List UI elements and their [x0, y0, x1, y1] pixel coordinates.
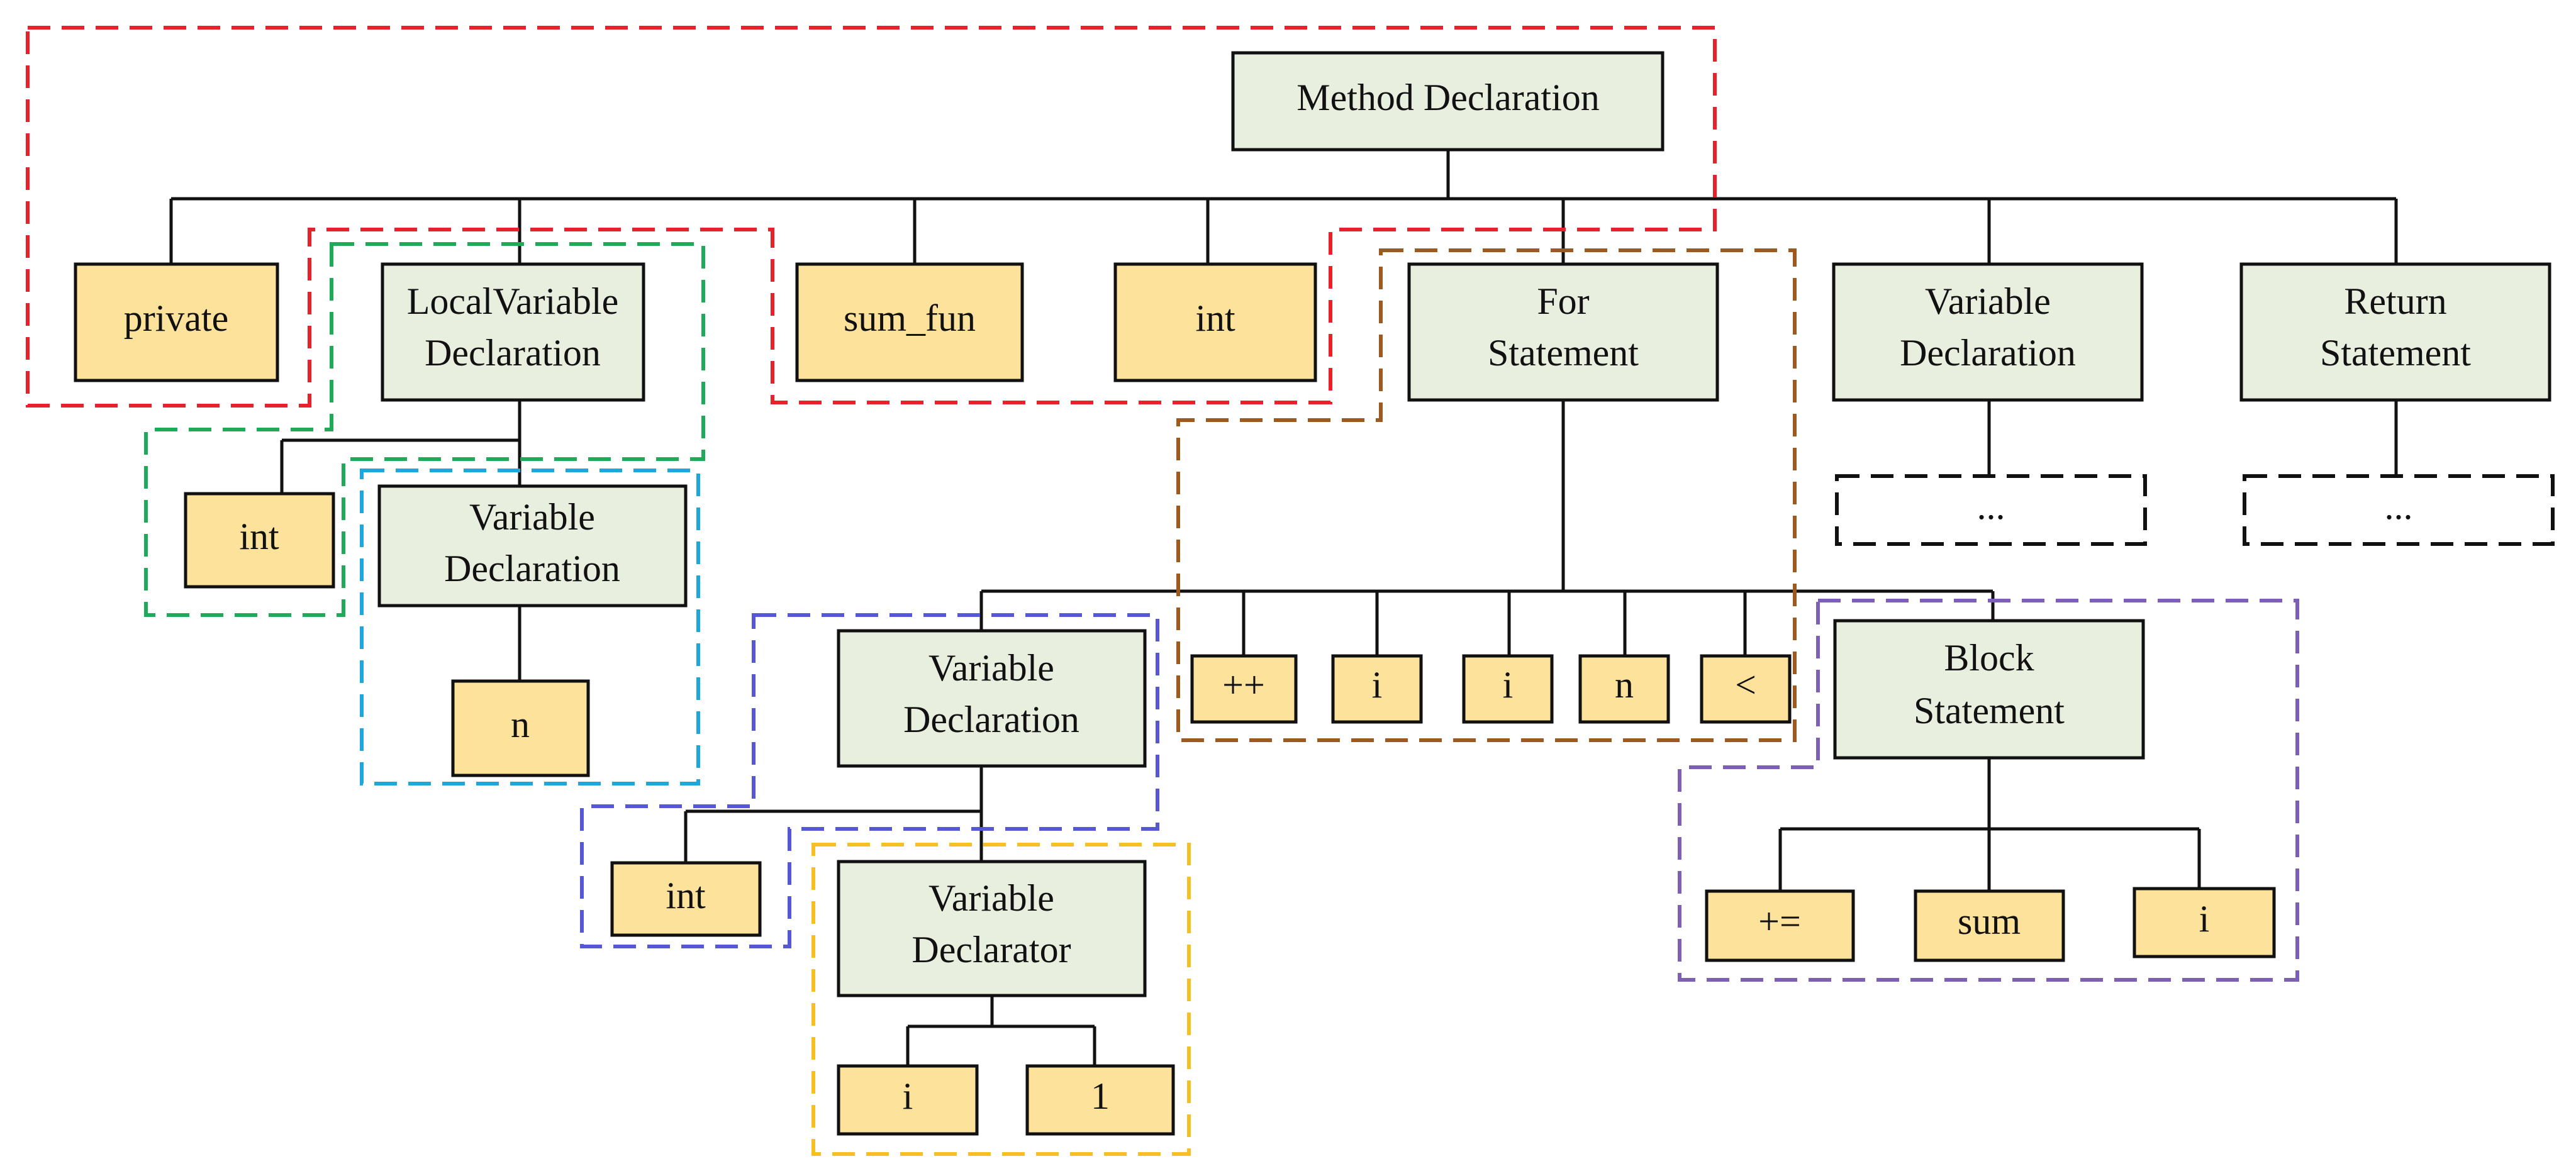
private-label: private	[124, 297, 229, 339]
var-decl-top-label-2: Declaration	[1900, 332, 2076, 374]
int-return-node	[1113, 262, 1317, 382]
yellow-group-outline	[811, 843, 1191, 1156]
for-statement-label-1: For	[1537, 280, 1589, 322]
return-statement-node	[2239, 262, 2551, 402]
green-group-outline	[144, 242, 705, 617]
group-outlines	[26, 26, 2299, 1156]
less-than-label: <	[1735, 664, 1756, 706]
purple-group-outline	[1678, 599, 2299, 982]
block-statement-node	[1833, 619, 2145, 760]
var-decl-for-label-1: Variable	[928, 647, 1054, 689]
ellipsis-var-node	[1835, 474, 2147, 546]
block-statement-label-2: Statement	[1914, 690, 2065, 731]
variable-declarator-node	[837, 860, 1147, 997]
sum-label: sum	[1958, 901, 2021, 942]
brown-group-outline	[1176, 248, 1797, 742]
one-init-node	[1025, 1064, 1175, 1136]
int-local-label: int	[239, 516, 279, 557]
return-statement-label-1: Return	[2344, 280, 2446, 322]
n-compare-node	[1578, 654, 1670, 724]
i-compare-node	[1462, 654, 1554, 724]
int-local-node	[184, 492, 335, 589]
private-node	[74, 262, 279, 382]
method-declaration-label: Method Declaration	[1296, 77, 1600, 118]
var-declarator-label-1: Variable	[928, 877, 1054, 919]
red-group-outline	[26, 26, 1717, 408]
var-decl-top-label-1: Variable	[1925, 280, 2051, 322]
i-update-node	[1331, 654, 1423, 724]
for-statement-node	[1407, 262, 1719, 402]
sum-fun-node	[795, 262, 1024, 382]
ellipsis-return-label: ...	[2385, 486, 2413, 527]
return-statement-label-2: Statement	[2320, 332, 2471, 374]
n-local-label: n	[511, 704, 530, 745]
sum-fun-label: sum_fun	[844, 297, 976, 339]
green-nodes	[377, 51, 2551, 997]
i-block-label: i	[2199, 898, 2210, 940]
yellow-nodes	[74, 262, 2276, 1136]
int-for-label: int	[666, 875, 706, 916]
i-update-label: i	[1372, 664, 1383, 706]
blue-group-outline	[580, 613, 1159, 948]
variable-declaration-top-node	[1832, 262, 2144, 402]
plus-eq-label: +=	[1758, 901, 1801, 942]
var-decl-local-label-1: Variable	[469, 496, 595, 538]
sum-node	[1914, 889, 2065, 962]
plusplus-node	[1190, 654, 1298, 724]
i-block-node	[2133, 887, 2276, 958]
tree-edges	[169, 150, 2398, 1066]
less-than-node	[1700, 654, 1792, 724]
ellipsis-var-label: ...	[1977, 486, 2005, 527]
variable-declaration-local-node	[377, 484, 688, 608]
var-decl-local-label-2: Declaration	[444, 548, 620, 589]
int-for-node	[610, 861, 762, 937]
method-declaration-node	[1231, 51, 1664, 152]
i-init-label: i	[903, 1075, 913, 1117]
block-statement-label-1: Block	[1944, 637, 2034, 679]
ellipsis-return-node	[2243, 474, 2555, 546]
i-compare-label: i	[1503, 664, 1514, 706]
plus-eq-node	[1705, 889, 1855, 962]
local-variable-declaration-node	[381, 262, 645, 402]
n-compare-label: n	[1615, 664, 1634, 706]
n-local-node	[451, 679, 590, 777]
variable-declaration-for-node	[837, 629, 1147, 768]
var-declarator-label-2: Declarator	[912, 929, 1071, 970]
one-init-label: 1	[1091, 1075, 1110, 1117]
local-var-decl-label-2: Declaration	[425, 332, 601, 374]
for-statement-label-2: Statement	[1488, 332, 1639, 374]
int-return-label: int	[1195, 297, 1235, 339]
local-var-decl-label-1: LocalVariable	[407, 280, 618, 322]
i-init-node	[837, 1064, 979, 1136]
node-labels: Method Declaration private LocalVariable…	[124, 77, 2472, 1117]
plusplus-label: ++	[1222, 664, 1265, 706]
cyan-group-outline	[360, 469, 700, 785]
var-decl-for-label-2: Declaration	[903, 699, 1079, 740]
ellipsis-nodes	[1835, 474, 2555, 546]
